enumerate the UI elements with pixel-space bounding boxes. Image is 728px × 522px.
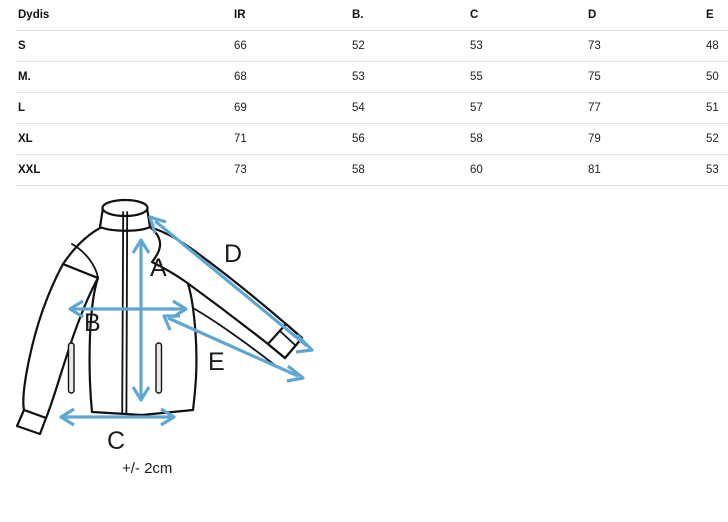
cell-e: 51 [703, 92, 728, 124]
cell-size: XL [15, 123, 231, 155]
table-body: S 66 52 53 73 48 M. 68 53 55 75 50 L 69 … [15, 30, 728, 186]
right-cuff-fold [280, 331, 296, 346]
cell-b: 56 [349, 123, 467, 155]
measurement-diagram: A B C D E +/- 2cm [0, 196, 728, 522]
left-cuff [15, 408, 48, 436]
table-row: S 66 52 53 73 48 [15, 30, 728, 62]
arrow-b-head-right [172, 299, 188, 319]
dimension-label-d: D [224, 240, 242, 268]
right-sleeve-seam [192, 307, 277, 367]
cell-d: 77 [585, 92, 703, 124]
cell-d: 81 [585, 154, 703, 186]
right-sleeve [148, 225, 304, 360]
table-row: L 69 54 57 77 51 [15, 92, 728, 124]
arrow-a-head-top [131, 238, 151, 254]
cell-b: 54 [349, 92, 467, 124]
table-row: XL 71 56 58 79 52 [15, 123, 728, 155]
column-header-c: C [467, 0, 585, 31]
cell-b: 58 [349, 154, 467, 186]
cell-size: XXL [15, 154, 231, 186]
dimension-label-e: E [208, 348, 225, 376]
cell-d: 79 [585, 123, 703, 155]
left-shoulder-seam [71, 243, 99, 279]
dimension-label-b: B [84, 309, 101, 337]
table-row: M. 68 53 55 75 50 [15, 61, 728, 93]
cell-size: S [15, 30, 231, 62]
cell-ir: 71 [231, 123, 349, 155]
left-sleeve [22, 262, 100, 420]
cell-c: 58 [467, 123, 585, 155]
column-header-d: D [585, 0, 703, 31]
cell-size: M. [15, 61, 231, 93]
cell-e: 48 [703, 30, 728, 62]
cell-d: 75 [585, 61, 703, 93]
column-header-ir: IR [231, 0, 349, 31]
left-pocket-slit [67, 342, 75, 394]
cell-b: 53 [349, 61, 467, 93]
cell-e: 52 [703, 123, 728, 155]
jacket-illustration-svg: A B C D E +/- 2cm [15, 198, 314, 477]
cell-ir: 68 [231, 61, 349, 93]
cell-ir: 73 [231, 154, 349, 186]
cell-c: 57 [467, 92, 585, 124]
cell-e: 53 [703, 154, 728, 186]
right-pocket-slit [155, 342, 163, 394]
arrow-d-head-start [148, 215, 167, 234]
arrow-d-line [153, 219, 309, 348]
arrow-d-head-end [295, 333, 314, 354]
cell-ir: 66 [231, 30, 349, 62]
dimension-label-c: C [107, 427, 125, 455]
arrow-c-head-right [160, 407, 176, 427]
right-cuff [266, 322, 304, 360]
measurement-arrows [59, 215, 314, 427]
cell-c: 55 [467, 61, 585, 93]
size-chart-table: Dydis IR B. C D E S 66 52 53 73 48 M. 68… [15, 0, 728, 186]
arrow-e-line [167, 316, 299, 378]
cell-size: L [15, 92, 231, 124]
zipper-line-right [125, 211, 129, 414]
dimension-label-a: A [150, 254, 167, 282]
cell-d: 73 [585, 30, 703, 62]
cell-e: 50 [703, 61, 728, 93]
collar-opening [101, 198, 149, 218]
cell-c: 60 [467, 154, 585, 186]
cell-b: 52 [349, 30, 467, 62]
cell-ir: 69 [231, 92, 349, 124]
jacket-drawing [15, 198, 304, 436]
column-header-e: E [703, 0, 728, 31]
column-header-size: Dydis [15, 0, 231, 31]
cell-c: 53 [467, 30, 585, 62]
column-header-b: B. [349, 0, 467, 31]
table-row: XXL 73 58 60 81 53 [15, 154, 728, 186]
arrow-b-head-left [68, 299, 84, 319]
arrow-e-head-start [162, 314, 180, 331]
table-header-row: Dydis IR B. C D E [15, 0, 728, 31]
zipper-line-left [121, 211, 125, 414]
table-header: Dydis IR B. C D E [15, 0, 728, 31]
size-table-container: Dydis IR B. C D E S 66 52 53 73 48 M. 68… [0, 0, 728, 186]
tolerance-note: +/- 2cm [122, 460, 172, 477]
arrow-a-head-bottom [131, 386, 151, 402]
arrow-c-head-left [59, 407, 75, 427]
arrow-e-head-end [286, 364, 305, 383]
